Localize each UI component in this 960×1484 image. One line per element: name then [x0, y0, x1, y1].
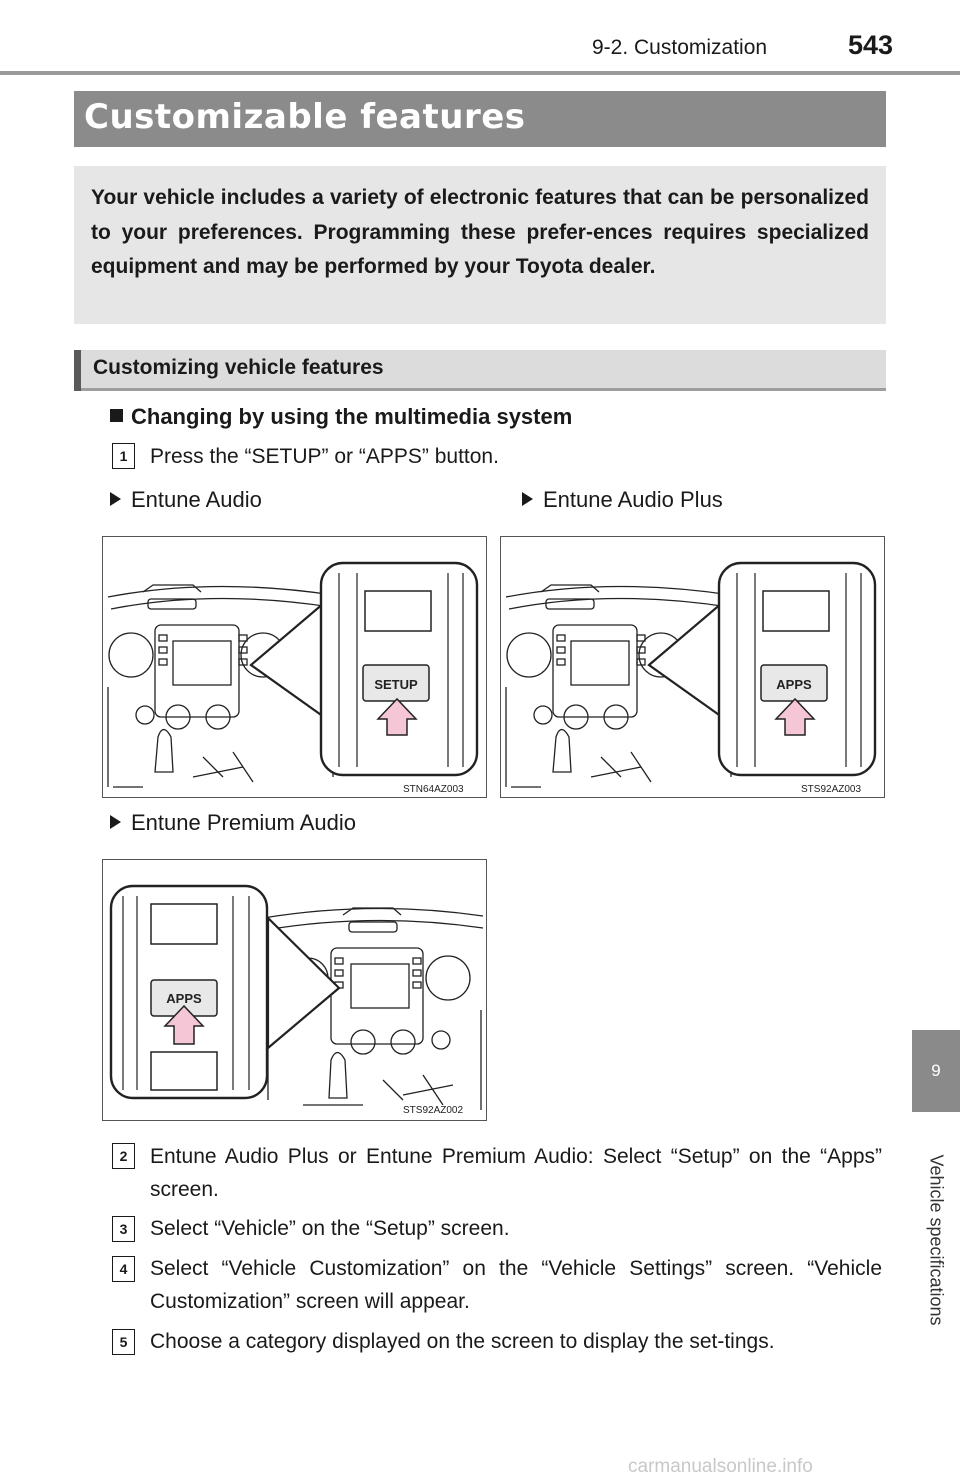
step-number-2: 2	[112, 1143, 135, 1169]
figure-code: STS92AZ003	[801, 784, 861, 795]
step-number-1: 1	[112, 443, 135, 469]
section-reference: 9-2. Customization	[592, 36, 768, 59]
figure-caption-entune-audio-plus: Entune Audio Plus	[522, 487, 723, 513]
chapter-tab[interactable]: 9	[912, 1030, 960, 1112]
step-text-3: Select “Vehicle” on the “Setup” screen.	[150, 1217, 510, 1240]
press-arrow-icon	[774, 697, 816, 736]
figure-code: STN64AZ003	[403, 784, 464, 795]
page-title: Customizable features	[84, 97, 526, 137]
figure-entune-premium-audio: APPS STS92AZ002	[102, 859, 487, 1121]
header-rule	[0, 71, 960, 75]
step-text-4: Select “Vehicle Customization” on the “V…	[150, 1257, 882, 1313]
chapter-number: 9	[931, 1061, 941, 1080]
figure-code: STS92AZ002	[403, 1105, 463, 1116]
step-text-5: Choose a category displayed on the scree…	[150, 1330, 775, 1353]
subsection-title: Customizing vehicle features	[93, 356, 384, 379]
intro-box: Your vehicle includes a variety of elect…	[74, 166, 886, 324]
triangle-bullet-icon	[110, 492, 121, 506]
press-arrow-icon	[163, 1004, 205, 1045]
apps-button-label: APPS	[166, 991, 202, 1006]
square-bullet-icon	[110, 409, 123, 422]
triangle-bullet-icon	[522, 492, 533, 506]
figure-entune-audio: SETUP STN64AZ003	[102, 536, 487, 798]
procedure-heading: Changing by using the multimedia system	[110, 404, 572, 430]
step-text-1: Press the “SETUP” or “APPS” button.	[150, 445, 499, 468]
press-arrow-icon	[376, 697, 418, 736]
apps-button-label: APPS	[776, 677, 812, 692]
step-number-4: 4	[112, 1256, 135, 1282]
step-text-2: Entune Audio Plus or Entune Premium Audi…	[150, 1145, 882, 1201]
watermark: carmanualsonline.info	[628, 1456, 813, 1477]
page-number: 543	[848, 30, 894, 60]
figure-caption-entune-premium-audio: Entune Premium Audio	[110, 810, 356, 836]
page-title-bar: Customizable features	[74, 91, 886, 147]
figure-entune-audio-plus: APPS STS92AZ003	[500, 536, 885, 798]
triangle-bullet-icon	[110, 815, 121, 829]
subsection-bar: Customizing vehicle features	[74, 350, 886, 391]
step-number-3: 3	[112, 1216, 135, 1242]
step-number-5: 5	[112, 1329, 135, 1355]
intro-text: Your vehicle includes a variety of elect…	[91, 186, 869, 278]
chapter-label: Vehicle specifications	[926, 1154, 947, 1326]
setup-button-label: SETUP	[374, 677, 418, 692]
figure-caption-entune-audio: Entune Audio	[110, 487, 262, 513]
